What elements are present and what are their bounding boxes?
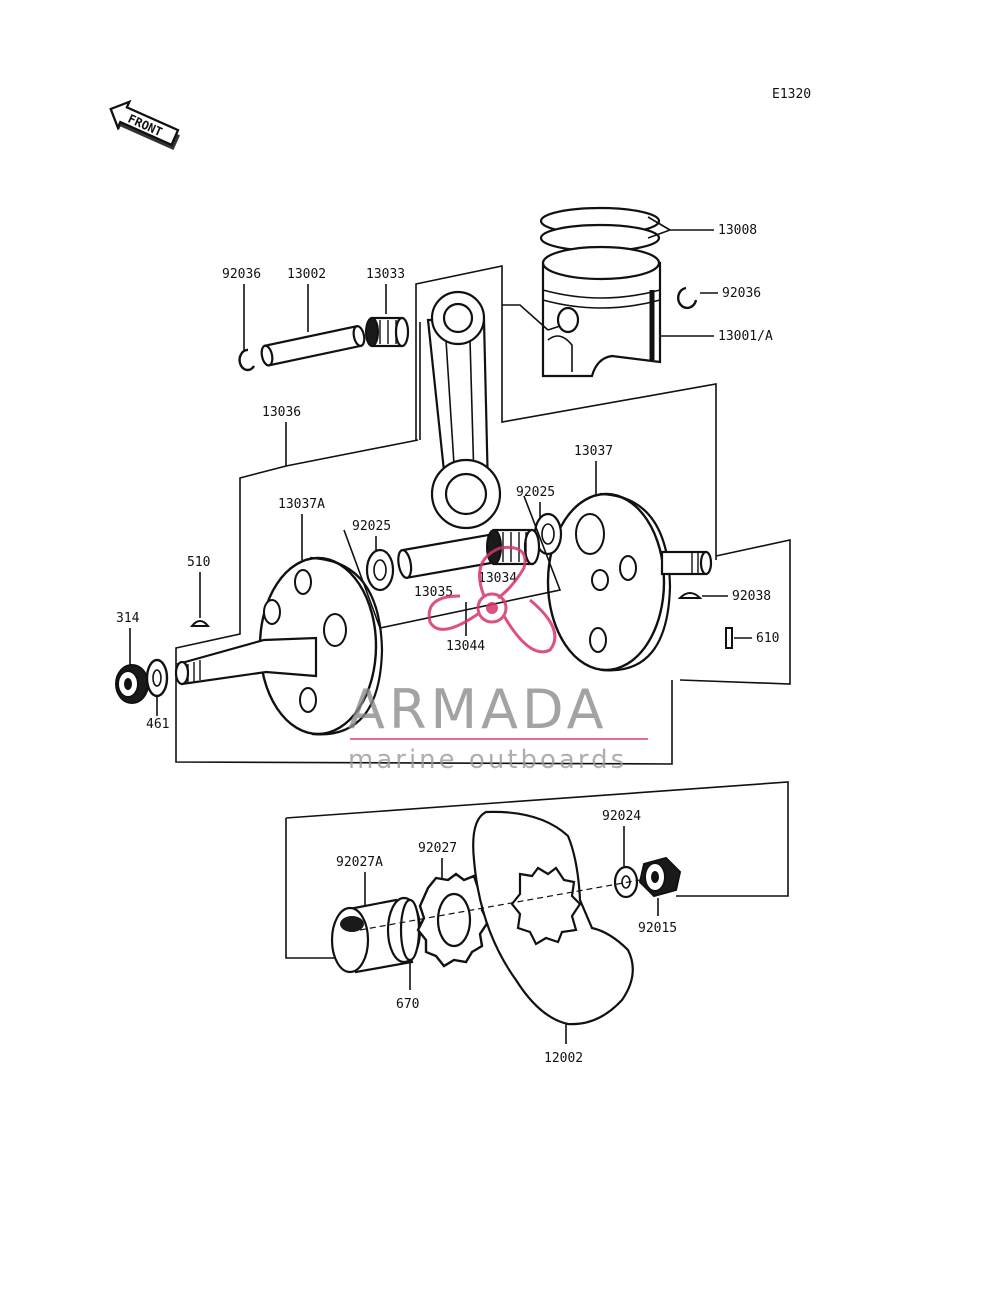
label-510: 510 xyxy=(187,555,210,570)
front-arrow-icon: FRONT xyxy=(109,99,180,151)
label-461: 461 xyxy=(146,717,169,732)
label-314: 314 xyxy=(116,611,140,626)
nut-314 xyxy=(115,664,149,704)
pin-610 xyxy=(725,627,733,649)
label-92027: 92027 xyxy=(418,841,457,856)
thrust-washer-left xyxy=(365,548,395,592)
label-92015: 92015 xyxy=(638,921,677,936)
label-13044: 13044 xyxy=(446,639,485,654)
diagram-code: E1320 xyxy=(772,87,811,102)
piston-rings xyxy=(539,206,661,253)
circlip-right xyxy=(677,286,698,310)
armada-watermark: ARMADA marine outboards xyxy=(348,545,648,775)
label-92025-right: 92025 xyxy=(516,485,555,500)
plate-12002 xyxy=(472,810,634,1026)
woodruff-key xyxy=(189,620,211,627)
label-13035: 13035 xyxy=(414,585,453,600)
spacer-670 xyxy=(399,898,421,962)
left-crankshaft-taper xyxy=(174,636,318,686)
label-13034: 13034 xyxy=(478,571,517,586)
crank-web-right xyxy=(546,492,672,672)
label-13036: 13036 xyxy=(262,405,301,420)
label-92027a: 92027A xyxy=(336,855,383,870)
watermark-subtitle: marine outboards xyxy=(348,745,627,775)
woodruff-key-right xyxy=(677,592,703,599)
label-13002: 13002 xyxy=(287,267,326,282)
small-end-bearing xyxy=(365,316,410,348)
circlip-left xyxy=(238,348,256,372)
connecting-rod xyxy=(426,290,502,530)
label-13008: 13008 xyxy=(718,223,757,238)
crank-web-left xyxy=(258,556,384,736)
label-13037a: 13037A xyxy=(278,497,325,512)
piston-pin xyxy=(260,324,366,367)
label-12002: 12002 xyxy=(544,1051,583,1066)
right-crankshaft-end xyxy=(660,550,713,576)
label-92025-left: 92025 xyxy=(352,519,391,534)
washer-461 xyxy=(145,658,169,698)
label-670: 670 xyxy=(396,997,419,1012)
label-13001a: 13001/A xyxy=(718,329,773,344)
label-92036-right: 92036 xyxy=(722,286,761,301)
nut-92015 xyxy=(638,856,682,898)
label-13033: 13033 xyxy=(366,267,405,282)
propeller-logo-icon xyxy=(427,545,557,654)
label-92038: 92038 xyxy=(732,589,771,604)
label-13037: 13037 xyxy=(574,444,613,459)
label-92024: 92024 xyxy=(602,809,641,824)
label-92036-left: 92036 xyxy=(222,267,261,282)
gear-92027 xyxy=(416,872,490,968)
piston xyxy=(541,245,662,378)
watermark-title: ARMADA xyxy=(348,678,608,741)
label-610: 610 xyxy=(756,631,779,646)
